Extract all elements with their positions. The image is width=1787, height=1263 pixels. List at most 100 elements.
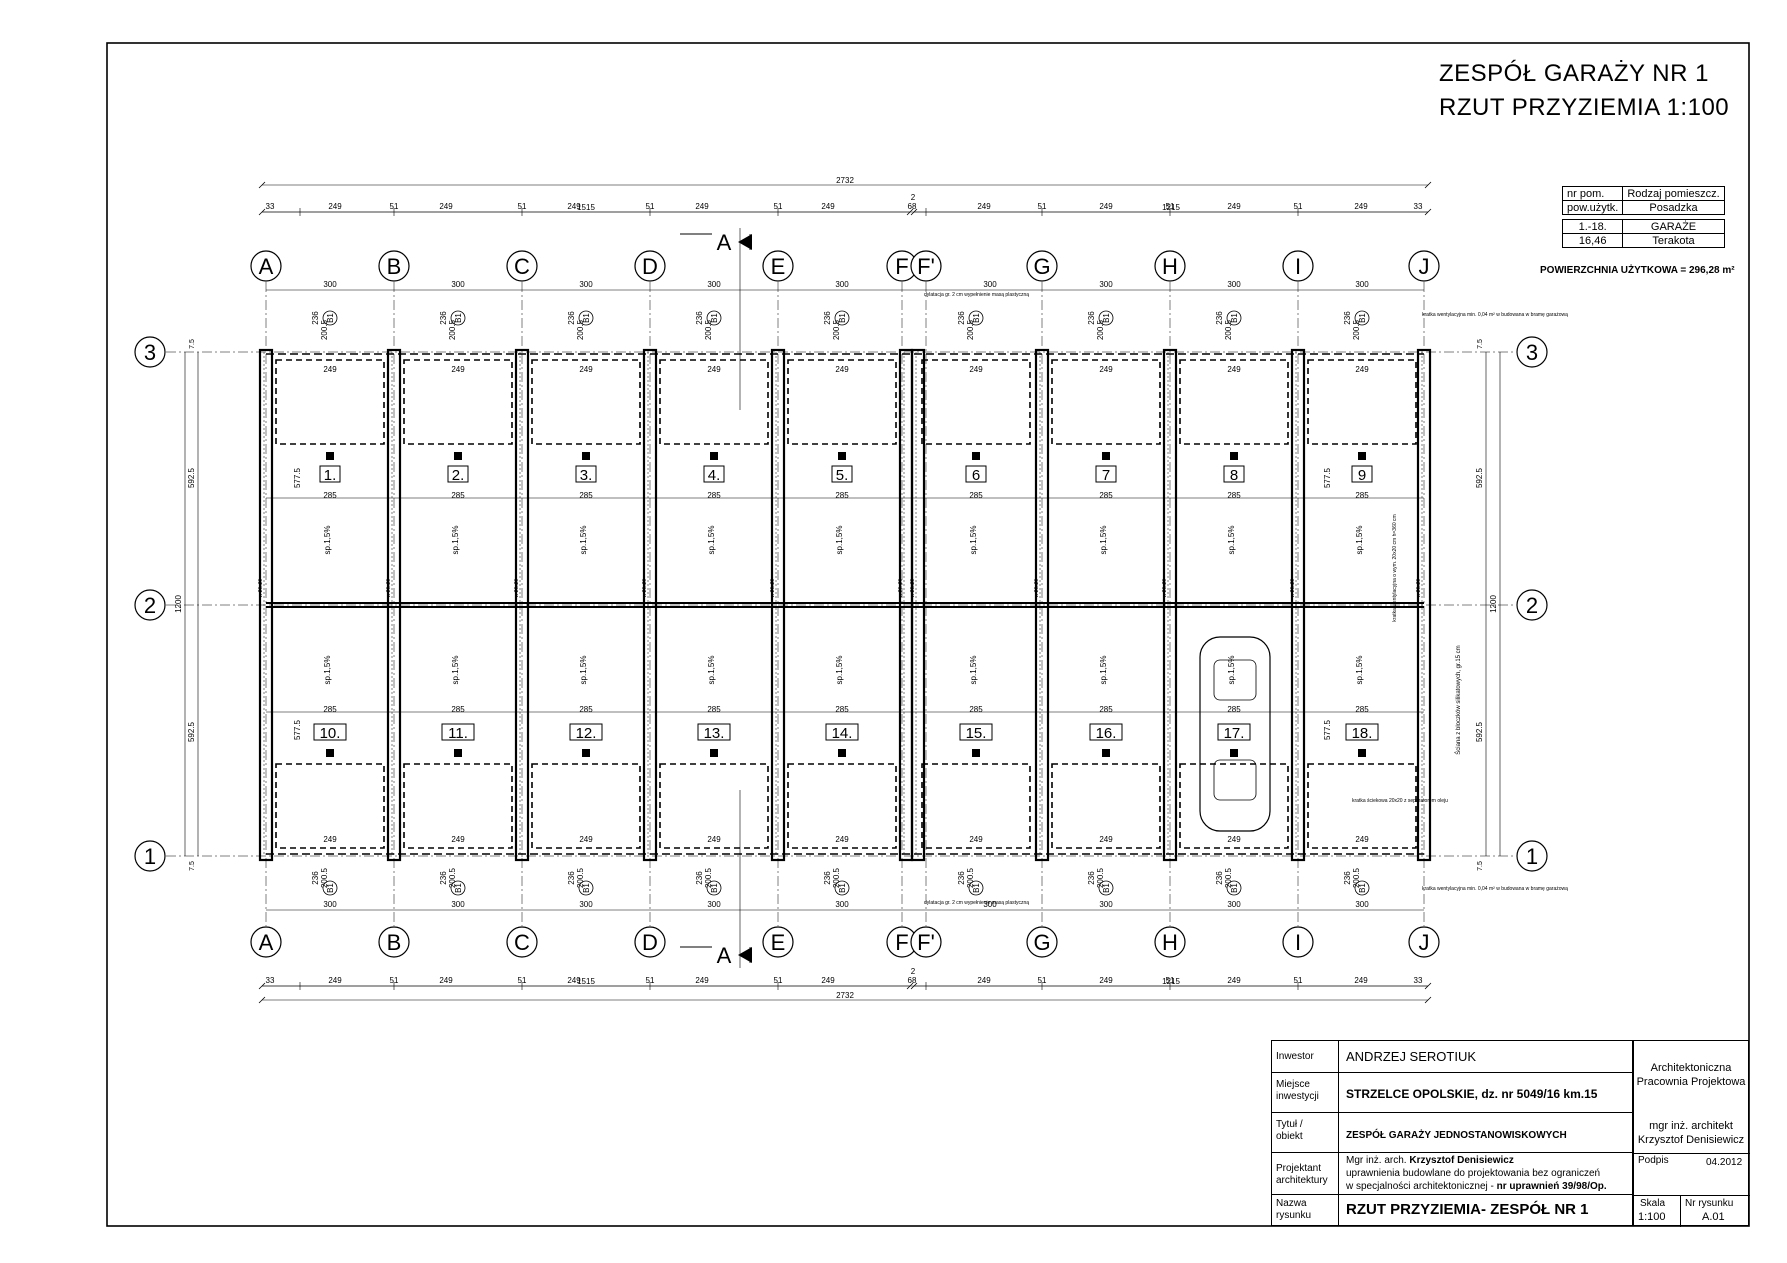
room-number: 12. — [576, 725, 597, 742]
note-vent: kratka wentylacyjna min. 0,04 m² w budow… — [1422, 312, 1568, 318]
dim-width: 285 — [835, 491, 849, 500]
note-dilatation: dylatacja gr. 2 cm wypełnienie masą plas… — [924, 900, 1029, 906]
door-code: B1 — [1230, 313, 1239, 323]
tb-office: Architektoniczna Pracownia Projektowa — [1634, 1061, 1748, 1089]
axis-label-J: J — [1419, 930, 1430, 955]
door-dim-a: 236 — [957, 871, 966, 885]
dim-axis-label: 300 — [1355, 900, 1369, 909]
section-label: A — [717, 230, 732, 255]
drain-icon — [1102, 749, 1110, 757]
dim-bay: 249 — [695, 202, 709, 211]
dim-width: 285 — [707, 491, 721, 500]
dim-bay: 249 — [567, 976, 581, 985]
tb-drawing-label1: Nazwa — [1276, 1198, 1307, 1209]
dim-bay: 249 — [821, 976, 835, 985]
axis-label-F': F' — [917, 254, 935, 279]
dim-half: 592.5 — [1475, 721, 1484, 742]
opening-label: w 20x20 — [642, 578, 648, 597]
tb-object: ZESPÓŁ GARAŻY JEDNOSTANOWISKOWYCH — [1346, 1130, 1567, 1141]
dim-bay: 249 — [695, 976, 709, 985]
axis-bubble — [1026, 250, 1058, 282]
drain-icon — [454, 749, 462, 757]
door-dim-a: 236 — [567, 311, 576, 325]
section-arrow — [738, 947, 752, 963]
dim-half: 592.5 — [187, 467, 196, 488]
drain-icon — [972, 749, 980, 757]
pier-wall — [514, 348, 530, 862]
axis-bubble — [1154, 926, 1186, 958]
door-swing-top — [787, 359, 897, 445]
dim-wall: 51 — [518, 976, 527, 985]
dim-wall: 51 — [1166, 976, 1175, 985]
door-dim-b: 200.5 — [966, 319, 975, 340]
door-dim-b: 200.5 — [832, 319, 841, 340]
tb-drawing-label2: rysunku — [1276, 1210, 1312, 1221]
dim-total-tick — [1424, 181, 1432, 189]
axis-label-G: G — [1033, 930, 1050, 955]
room-number-box — [965, 465, 987, 483]
dim-inner: 249 — [1099, 365, 1113, 374]
slope-label: sp.1,5% — [969, 656, 978, 685]
pier-wall — [642, 348, 658, 862]
room-number: 1. — [324, 467, 337, 484]
pier-wall — [1034, 348, 1050, 862]
axis-label-H: H — [1162, 930, 1178, 955]
axis-label-I: I — [1295, 930, 1301, 955]
door-code: B1 — [1230, 883, 1239, 893]
dim-wall: 51 — [1038, 202, 1047, 211]
dim-width: 285 — [1227, 705, 1241, 714]
pier-wall — [1416, 348, 1432, 862]
dim-bay: 249 — [439, 976, 453, 985]
door-code: B1 — [972, 883, 981, 893]
tb-designer-line2: uprawnienia budowlane do projektowania b… — [1346, 1168, 1601, 1179]
slope-label: sp.1,5% — [451, 526, 460, 555]
room-number: 8 — [1230, 467, 1238, 484]
legend-type: GARAŻE — [1622, 219, 1725, 234]
dim-total-tick — [258, 181, 266, 189]
axis-label-F': F' — [917, 930, 935, 955]
room-number: 10. — [320, 725, 341, 742]
dim-width: 285 — [1099, 705, 1113, 714]
tb-sign-sep — [1632, 1153, 1750, 1154]
axis-label-G: G — [1033, 254, 1050, 279]
axis-bubble — [1408, 250, 1440, 282]
axis-bubble — [250, 926, 282, 958]
tb-location-label1: Miejsce — [1276, 1079, 1310, 1090]
slope-label: sp.1,5% — [835, 526, 844, 555]
dim-width: 285 — [451, 491, 465, 500]
axis-label-J: J — [1419, 254, 1430, 279]
tb-designer-label2: architektury — [1276, 1175, 1328, 1186]
axis-bubble — [762, 926, 794, 958]
dim-height: 1200 — [174, 595, 183, 613]
dim-axis-label: 300 — [835, 280, 849, 289]
drain-icon — [972, 452, 980, 460]
dim-wall: 51 — [1294, 976, 1303, 985]
door-swing-bottom — [1307, 763, 1417, 849]
door-dim-b: 200.5 — [320, 319, 329, 340]
row-label-1: 1 — [144, 844, 156, 869]
usable-area: POWIERZCHNIA UŻYTKOWA = 296,28 m² — [1540, 265, 1735, 276]
dim-inner: 249 — [1355, 835, 1369, 844]
car-windshield — [1213, 659, 1257, 701]
door-code-circle — [1226, 880, 1242, 896]
door-code: B1 — [838, 883, 847, 893]
opening-label: w 20x20 — [910, 578, 916, 597]
axis-label-D: D — [642, 254, 658, 279]
dim-wall: 51 — [390, 202, 399, 211]
dim-bay: 249 — [821, 202, 835, 211]
dim-bay: 249 — [1354, 976, 1368, 985]
dim-axis-label: 300 — [707, 280, 721, 289]
door-swing-bottom — [275, 763, 385, 849]
door-swing-top — [1051, 359, 1161, 445]
opening-label: w 20x20 — [514, 578, 520, 597]
tb-investor: ANDRZEJ SEROTIUK — [1346, 1049, 1477, 1064]
axis-label-D: D — [642, 930, 658, 955]
dim-inner: 249 — [323, 835, 337, 844]
row-label-2: 2 — [1526, 593, 1538, 618]
dim-total-tick — [1424, 996, 1432, 1004]
door-swing-top — [921, 359, 1031, 445]
room-legend: nr pom.Rodzaj pomieszcz. pow.użytk.Posad… — [1561, 186, 1725, 248]
dim-bay: 249 — [1099, 976, 1113, 985]
door-dim-a: 236 — [823, 311, 832, 325]
door-dim-b: 200.5 — [448, 319, 457, 340]
